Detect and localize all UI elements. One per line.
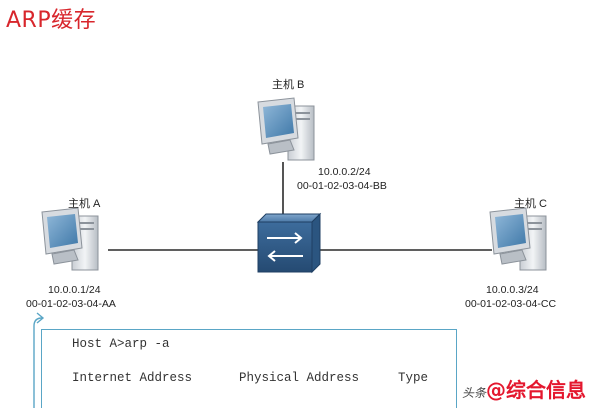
watermark-main: @综合信息 [486,378,586,402]
terminal-header-type: Type [398,371,429,385]
switch-icon [256,212,322,274]
host-a-name: 主机 A [68,198,101,210]
watermark-prefix: 头条 [461,386,486,400]
host-a-computer-icon [41,207,99,271]
host-a-ip: 10.0.0.1/24 [48,284,101,296]
host-b-computer-icon [257,97,315,161]
host-c-ip: 10.0.0.3/24 [486,284,539,296]
terminal-window: Host A>arp -a Internet Address Physical … [41,329,457,408]
terminal-header-physical-address: Physical Address [239,371,360,385]
host-b-mac: 00-01-02-03-04-BB [297,180,387,192]
host-b-name: 主机 B [272,79,305,91]
host-c-name: 主机 C [514,198,547,210]
host-b-ip: 10.0.0.2/24 [318,166,371,178]
watermark: 头条@综合信息 [462,374,586,403]
callout-arrowhead-icon [36,312,45,324]
host-c-computer-icon [489,207,547,271]
terminal-header-internet-address: Internet Address [72,371,193,385]
diagram-title: ARP缓存 [6,8,97,33]
host-a-mac: 00-01-02-03-04-AA [26,298,116,310]
terminal-command: Host A>arp -a [72,337,170,351]
host-c-mac: 00-01-02-03-04-CC [465,298,557,310]
callout-arrow-icon [33,317,43,408]
